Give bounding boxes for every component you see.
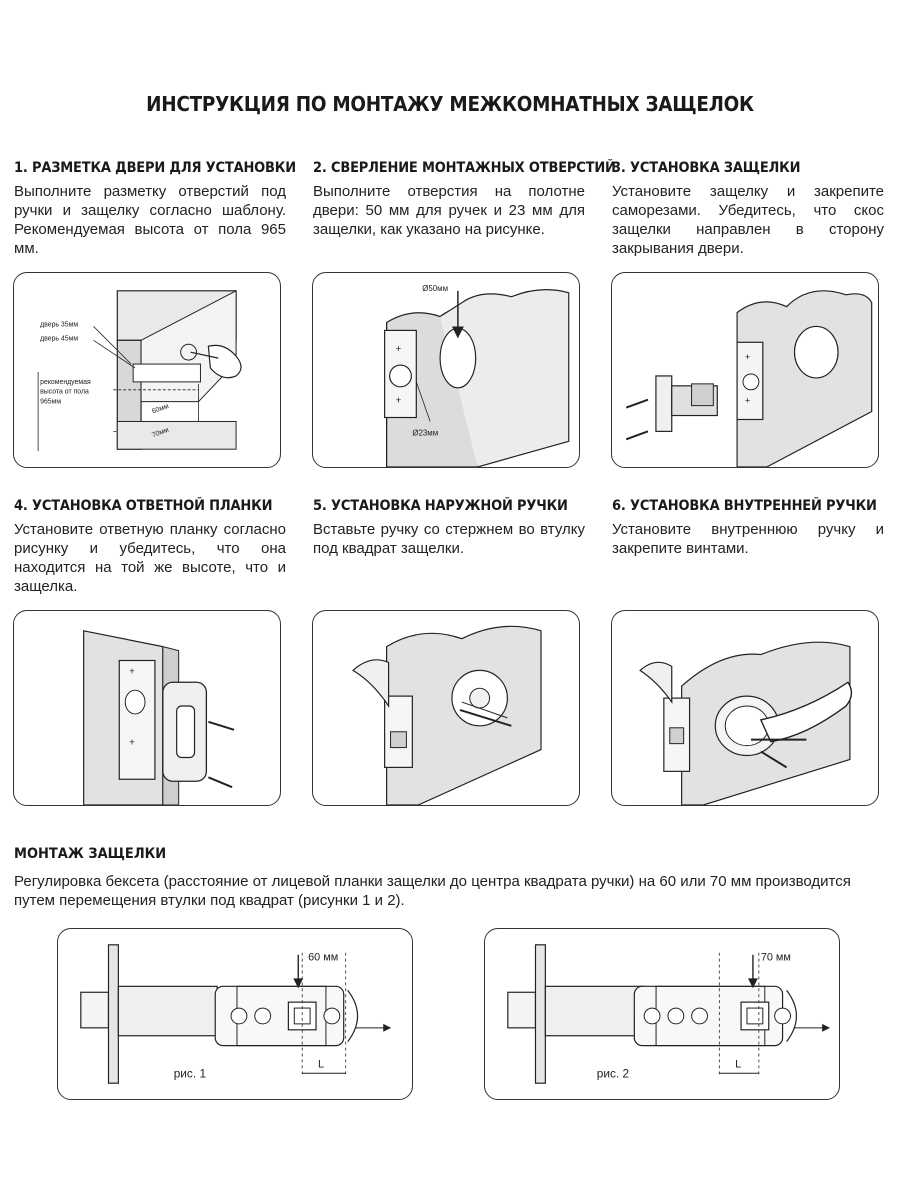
step-1-text: Выполните разметку отверстий под ручки и… <box>14 183 286 257</box>
d23-label: Ø23мм <box>412 428 438 437</box>
step-6: 6. УСТАНОВКА ВНУТРЕННЕЙ РУЧКИ Установите… <box>612 498 884 558</box>
step-4: 4. УСТАНОВКА ОТВЕТНОЙ ПЛАНКИ Установите … <box>14 498 286 596</box>
step-2-heading: 2. СВЕРЛЕНИЕ МОНТАЖНЫХ ОТВЕРСТИЙ <box>313 160 616 176</box>
inner-handle-drawing <box>639 641 853 805</box>
step-6-heading: 6. УСТАНОВКА ВНУТРЕННЕЙ РУЧКИ <box>612 498 877 514</box>
svg-text:+: + <box>396 396 402 407</box>
door45-label: дверь 45мм <box>40 335 78 342</box>
fig2-l-label: L <box>735 1058 741 1070</box>
step-5: 5. УСТАНОВКА НАРУЖНОЙ РУЧКИ Вставьте руч… <box>313 498 585 558</box>
dim60-label: 60мм <box>151 403 170 416</box>
fig2-caption: рис. 2 <box>597 1066 629 1080</box>
fig1-caption: рис. 1 <box>174 1066 207 1080</box>
step-3: 3. УСТАНОВКА ЗАЩЕЛКИ Установите защелку … <box>612 160 884 258</box>
step-6-illustration <box>611 610 879 806</box>
svg-text:+: + <box>129 738 135 749</box>
step-5-text: Вставьте ручку со стержнем во втулку под… <box>313 521 585 557</box>
drilling-drawing: + + Ø50мм Ø23мм <box>384 284 570 467</box>
svg-text:+: + <box>745 352 750 362</box>
step-2-illustration: + + Ø50мм Ø23мм <box>312 272 580 468</box>
latch-install-drawing: + + <box>625 290 873 467</box>
door-marking-drawing: дверь 35мм дверь 45мм рекомендуемая высо… <box>37 290 242 452</box>
mount-heading: МОНТАЖ ЗАЩЕЛКИ <box>14 846 167 862</box>
step-2-text: Выполните отверстия на полотне двери: 50… <box>313 183 585 238</box>
step-3-heading: 3. УСТАНОВКА ЗАЩЕЛКИ <box>612 160 801 176</box>
step-3-illustration: + + <box>611 272 879 468</box>
step-5-illustration <box>312 610 580 806</box>
latch-60mm-drawing: 60 мм L рис. 1 <box>80 944 392 1084</box>
outer-handle-drawing <box>351 625 542 805</box>
step-5-heading: 5. УСТАНОВКА НАРУЖНОЙ РУЧКИ <box>313 498 568 514</box>
height-label-1: рекомендуемая <box>40 379 91 386</box>
strike-plate-drawing: + + <box>83 630 235 805</box>
step-1-heading: 1. РАЗМЕТКА ДВЕРИ ДЛЯ УСТАНОВКИ <box>14 160 296 176</box>
svg-text:+: + <box>396 344 402 355</box>
fig1-dim-label: 60 мм <box>308 952 338 964</box>
step-3-text: Установите защелку и закрепите саморезам… <box>612 183 884 257</box>
page-title: ИНСТРУКЦИЯ ПО МОНТАЖУ МЕЖКОМНАТНЫХ ЗАЩЕЛ… <box>146 92 754 116</box>
figure-1: 60 мм L рис. 1 <box>57 928 413 1100</box>
height-label-2: высота от пола <box>40 389 89 396</box>
step-4-text: Установите ответную планку согласно рису… <box>14 521 286 595</box>
svg-text:+: + <box>745 396 750 406</box>
door35-label: дверь 35мм <box>40 321 78 328</box>
step-1-illustration: дверь 35мм дверь 45мм рекомендуемая высо… <box>13 272 281 468</box>
step-2: 2. СВЕРЛЕНИЕ МОНТАЖНЫХ ОТВЕРСТИЙ Выполни… <box>313 160 616 239</box>
height-label-3: 965мм <box>40 399 61 406</box>
figure-2: 70 мм L рис. 2 <box>484 928 840 1100</box>
fig1-l-label: L <box>318 1058 324 1070</box>
step-6-text: Установите внутреннюю ручку и закрепите … <box>612 521 884 557</box>
step-4-heading: 4. УСТАНОВКА ОТВЕТНОЙ ПЛАНКИ <box>14 498 273 514</box>
svg-text:+: + <box>129 666 135 677</box>
d50-label: Ø50мм <box>422 284 448 293</box>
mount-text: Регулировка бексета (расстояние от лицев… <box>14 873 851 909</box>
latch-70mm-drawing: 70 мм L рис. 2 <box>507 944 831 1084</box>
step-1: 1. РАЗМЕТКА ДВЕРИ ДЛЯ УСТАНОВКИ Выполнит… <box>14 160 296 258</box>
fig2-dim-label: 70 мм <box>761 952 791 964</box>
step-4-illustration: + + <box>13 610 281 806</box>
